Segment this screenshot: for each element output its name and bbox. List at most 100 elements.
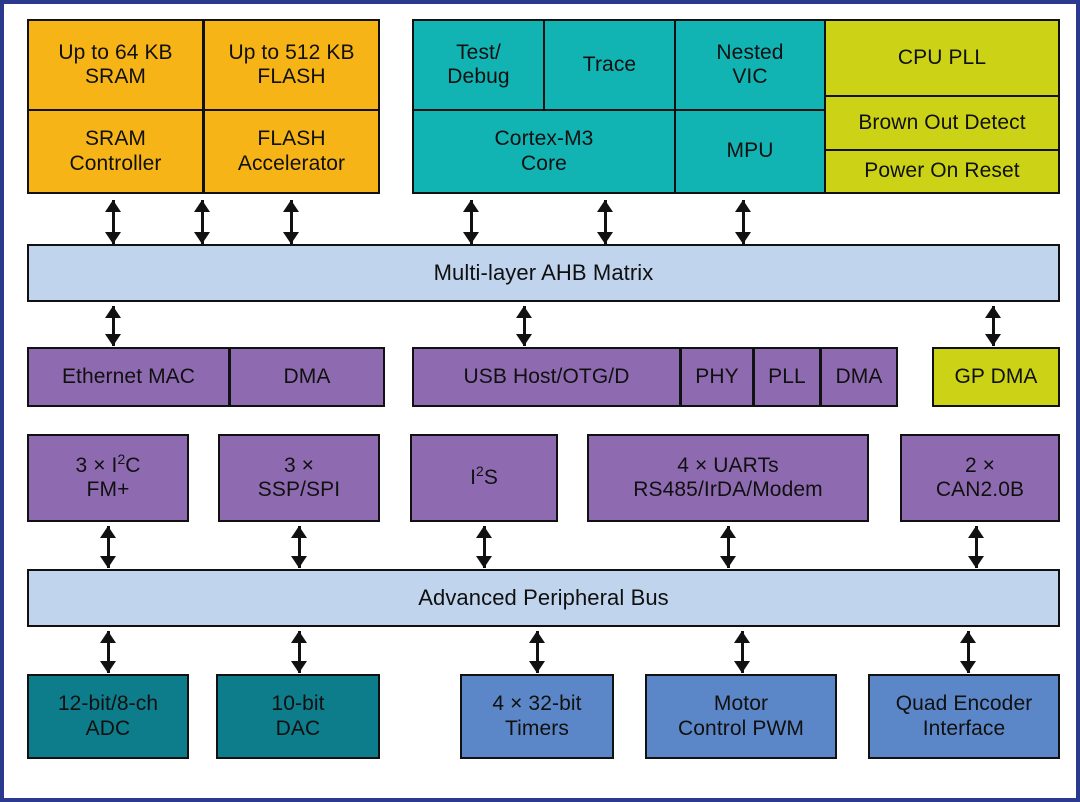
arrowhead-down-icon xyxy=(597,232,613,244)
bus-multi-layer-ahb-matrix-label: Multi-layer AHB Matrix xyxy=(433,260,654,286)
connector-shaft xyxy=(112,306,115,346)
block-brown-out-detect-label: Brown Out Detect xyxy=(858,110,1026,134)
connector-shaft xyxy=(523,306,526,346)
block-ssp-spi-line1: 3 × xyxy=(283,453,315,477)
connector-apb-to-quad-encoder xyxy=(959,631,977,673)
block-adc-line1: 12-bit/8-ch xyxy=(57,692,159,716)
block-dac-line1: 10-bit xyxy=(271,692,325,716)
block-gp-dma: GP DMA xyxy=(932,347,1060,407)
block-usb-host-otg-device: USB Host/OTG/D xyxy=(412,347,681,407)
connector-apb-to-motor-pwm xyxy=(733,631,751,673)
block-motor-control-pwm-line1: Motor xyxy=(713,692,769,716)
connector-flash-to-ahb xyxy=(282,200,300,244)
connector-shaft xyxy=(201,200,204,244)
arrowhead-up-icon xyxy=(291,631,307,643)
arrowhead-up-icon xyxy=(105,200,121,212)
block-uarts-line2: RS485/IrDA/Modem xyxy=(633,478,823,501)
block-i2c: 3 × I2C FM+ xyxy=(27,434,189,522)
block-flash-accelerator-line2: Accelerator xyxy=(237,151,346,175)
block-timers-line2: Timers xyxy=(505,716,569,740)
arrowhead-up-icon xyxy=(720,526,736,538)
arrowhead-up-icon xyxy=(105,306,121,318)
arrowhead-up-icon xyxy=(960,631,976,643)
block-adc: 12-bit/8-ch ADC xyxy=(27,674,189,759)
block-cortex-m3-core: Cortex-M3 Core xyxy=(412,109,676,194)
connector-core-to-ahb xyxy=(596,200,614,244)
arrowhead-down-icon xyxy=(516,334,532,346)
block-ethernet-dma: DMA xyxy=(229,347,385,407)
arrowhead-up-icon xyxy=(100,526,116,538)
block-ethernet-mac-label: Ethernet MAC xyxy=(61,364,196,388)
block-flash-accelerator-line1: FLASH xyxy=(257,127,326,151)
arrowhead-up-icon xyxy=(463,200,479,212)
block-ssp-spi: 3 × SSP/SPI xyxy=(218,434,380,522)
connector-ahb-to-ethernet xyxy=(104,306,122,346)
connector-shaft xyxy=(741,631,744,673)
block-ethernet-mac: Ethernet MAC xyxy=(27,347,230,407)
block-usb-phy: PHY xyxy=(680,347,754,407)
block-i2c-line1-pre: 3 × I xyxy=(75,453,118,477)
block-can-line2: CAN2.0B xyxy=(935,478,1025,501)
block-timers: 4 × 32-bit Timers xyxy=(460,674,614,759)
connector-shaft xyxy=(112,200,115,244)
block-ssp-spi-line2: SSP/SPI xyxy=(257,478,341,501)
block-cortex-m3-core-line1: Cortex-M3 xyxy=(494,127,594,151)
arrowhead-down-icon xyxy=(968,556,984,568)
block-power-on-reset: Power On Reset xyxy=(824,149,1060,194)
arrowhead-down-icon xyxy=(476,556,492,568)
block-can: 2 × CAN2.0B xyxy=(900,434,1060,522)
arrowhead-up-icon xyxy=(597,200,613,212)
bus-advanced-peripheral-bus: Advanced Peripheral Bus xyxy=(27,569,1060,627)
block-timers-line1: 4 × 32-bit xyxy=(492,692,582,716)
block-i2c-line1-post: C xyxy=(125,453,141,477)
block-trace-label: Trace xyxy=(582,52,637,76)
connector-shaft xyxy=(536,631,539,673)
block-brown-out-detect: Brown Out Detect xyxy=(824,95,1060,151)
block-nested-vic: Nested VIC xyxy=(674,19,826,111)
arrowhead-up-icon xyxy=(734,631,750,643)
connector-sram-to-ahb xyxy=(104,200,122,244)
arrowhead-down-icon xyxy=(985,334,1001,346)
block-quad-encoder-interface: Quad Encoder Interface xyxy=(868,674,1060,759)
block-gp-dma-label: GP DMA xyxy=(954,364,1038,388)
connector-apb-to-timers xyxy=(528,631,546,673)
block-uarts: 4 × UARTs RS485/IrDA/Modem xyxy=(587,434,869,522)
arrowhead-down-icon xyxy=(735,232,751,244)
block-i2c-line2: FM+ xyxy=(86,478,130,501)
block-quad-encoder-interface-line1: Quad Encoder xyxy=(895,692,1033,716)
block-usb-pll-label: PLL xyxy=(768,364,806,388)
block-dac: 10-bit DAC xyxy=(216,674,380,759)
connector-mpu-to-ahb xyxy=(734,200,752,244)
block-motor-control-pwm: Motor Control PWM xyxy=(645,674,837,759)
connector-shaft xyxy=(604,200,607,244)
block-quad-encoder-interface-line2: Interface xyxy=(922,716,1006,740)
connector-uarts-to-apb xyxy=(719,526,737,568)
block-sram-size: Up to 64 KB SRAM xyxy=(27,19,204,111)
block-sram-controller-line1: SRAM xyxy=(84,127,147,151)
arrowhead-down-icon xyxy=(291,661,307,673)
block-i2s: I2S xyxy=(410,434,558,522)
block-mpu: MPU xyxy=(674,109,826,194)
block-flash-size-line2: FLASH xyxy=(257,65,326,88)
arrowhead-up-icon xyxy=(194,200,210,212)
block-flash-accelerator: FLASH Accelerator xyxy=(203,109,380,194)
connector-apb-to-dac xyxy=(290,631,308,673)
block-cpu-pll: CPU PLL xyxy=(824,19,1060,97)
arrowhead-down-icon xyxy=(100,661,116,673)
arrowhead-up-icon xyxy=(476,526,492,538)
arrowhead-down-icon xyxy=(529,661,545,673)
block-usb-dma-label: DMA xyxy=(835,364,883,388)
connector-shaft xyxy=(992,306,995,346)
block-i2s-line1-pre: I xyxy=(470,465,476,489)
arrowhead-up-icon xyxy=(283,200,299,212)
connector-shaft xyxy=(727,526,730,568)
block-flash-size: Up to 512 KB FLASH xyxy=(203,19,380,111)
block-trace: Trace xyxy=(543,19,676,111)
connector-memctrl-to-ahb xyxy=(193,200,211,244)
arrowhead-up-icon xyxy=(291,526,307,538)
block-sram-controller: SRAM Controller xyxy=(27,109,204,194)
block-power-on-reset-label: Power On Reset xyxy=(864,159,1020,183)
block-sram-size-line1: Up to 64 KB xyxy=(58,40,173,64)
arrowhead-up-icon xyxy=(985,306,1001,318)
